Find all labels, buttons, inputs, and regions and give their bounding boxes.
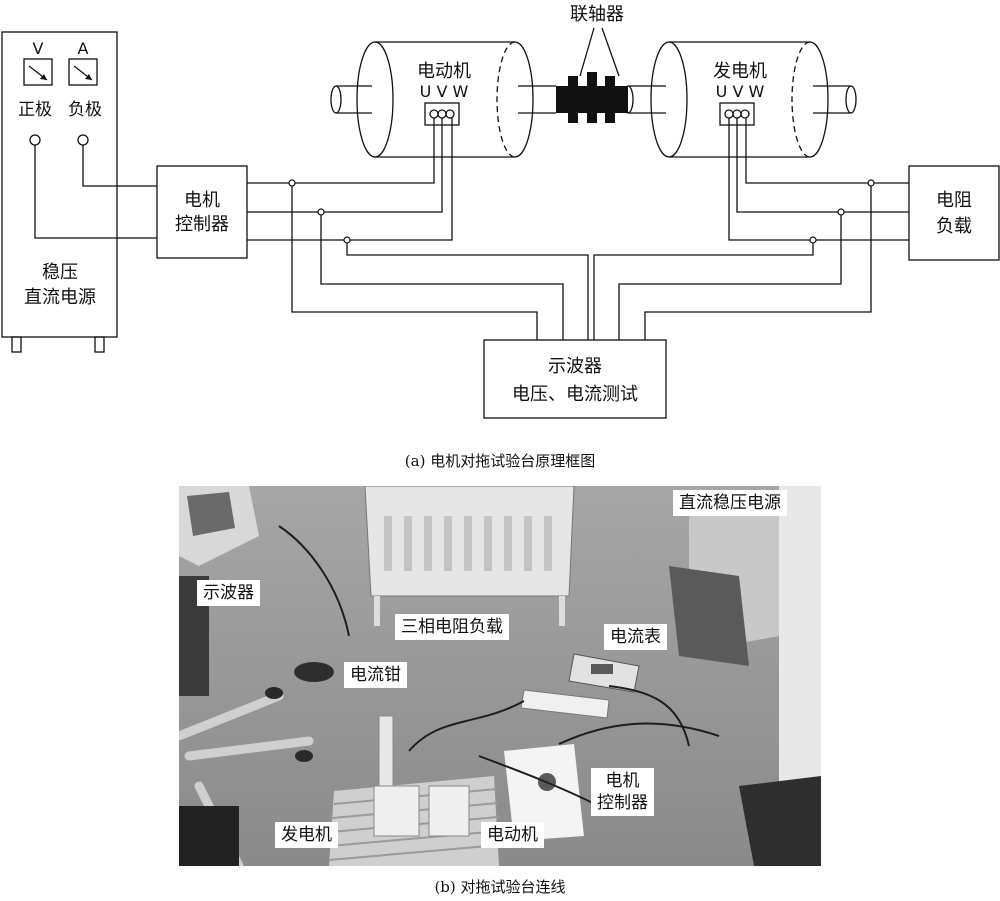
oscilloscope-label-line2: 电压、电流测试 xyxy=(512,384,638,405)
oscilloscope-box xyxy=(483,339,667,419)
dc-supply-device xyxy=(669,486,821,866)
schematic-diagram: V A 正极 负极 稳压 直流电源 电机 控制器 电动机 U V W 发电机 U… xyxy=(1,4,1000,419)
positive-terminal-icon xyxy=(29,134,41,146)
power-supply-name-line1: 稳压 xyxy=(42,262,78,283)
ammeter-icon xyxy=(68,58,98,86)
resistive-load-cabinet xyxy=(364,486,575,626)
junction-dot xyxy=(317,208,325,216)
voltmeter-icon xyxy=(23,58,53,86)
ammeter-label: A xyxy=(78,39,89,58)
oscilloscope-device xyxy=(179,486,259,566)
power-supply-name-line2: 直流电源 xyxy=(24,287,96,308)
junction-dot xyxy=(343,236,351,244)
figure-caption-a: (a) 电机对拖试验台原理框图 xyxy=(404,452,596,470)
controller-board xyxy=(504,744,584,841)
test-bench-photo: 示波器 三相电阻负载 直流稳压电源 电流表 电流钳 电机 控制器 发电机 电动机 xyxy=(179,486,821,866)
photo-label-oscilloscope: 示波器 xyxy=(197,580,260,606)
photo-label-controller: 电机 控制器 xyxy=(591,768,654,816)
ammeter-device xyxy=(568,653,640,693)
junction-dot xyxy=(867,179,875,187)
junction-dot xyxy=(288,179,296,187)
photo-label-generator: 发电机 xyxy=(275,822,338,848)
figure-caption-b: (b) 对拖试验台连线 xyxy=(434,878,566,896)
photo-scene xyxy=(179,486,821,866)
motor-label: 电动机 xyxy=(417,61,471,82)
coupling-icon xyxy=(556,72,628,123)
generator-label: 发电机 xyxy=(713,61,767,82)
positive-label: 正极 xyxy=(18,100,52,120)
current-clamp-device xyxy=(294,662,334,682)
test-bench-rails xyxy=(328,715,500,866)
photo-label-controller-line1: 电机 xyxy=(605,771,640,791)
resistive-load-box xyxy=(908,165,1000,261)
photo-label-controller-line2: 控制器 xyxy=(597,793,648,813)
junction-dot xyxy=(837,208,845,216)
oscilloscope-label-line1: 示波器 xyxy=(548,356,602,377)
generator-cylinder xyxy=(622,41,857,158)
motor-terminals-label: U V W xyxy=(420,82,469,101)
generator-terminals-label: U V W xyxy=(716,82,765,101)
photo-label-motor: 电动机 xyxy=(481,822,544,848)
photo-label-dc-supply: 直流稳压电源 xyxy=(673,490,787,516)
load-label-line1: 电阻 xyxy=(936,190,972,211)
voltmeter-label: V xyxy=(33,39,44,58)
motor-controller-box xyxy=(156,165,248,259)
photo-label-resistive-load: 三相电阻负载 xyxy=(395,614,509,640)
negative-label: 负极 xyxy=(68,100,102,120)
controller-label-line1: 电机 xyxy=(184,190,220,211)
photo-label-current-clamp: 电流钳 xyxy=(344,662,407,688)
load-label-line2: 负载 xyxy=(936,216,972,237)
coupling-label: 联轴器 xyxy=(570,4,624,25)
dc-power-supply xyxy=(1,31,118,353)
controller-label-line2: 控制器 xyxy=(175,214,229,235)
photo-label-ammeter: 电流表 xyxy=(604,624,667,650)
negative-terminal-icon xyxy=(77,134,89,146)
junction-dot xyxy=(809,236,817,244)
